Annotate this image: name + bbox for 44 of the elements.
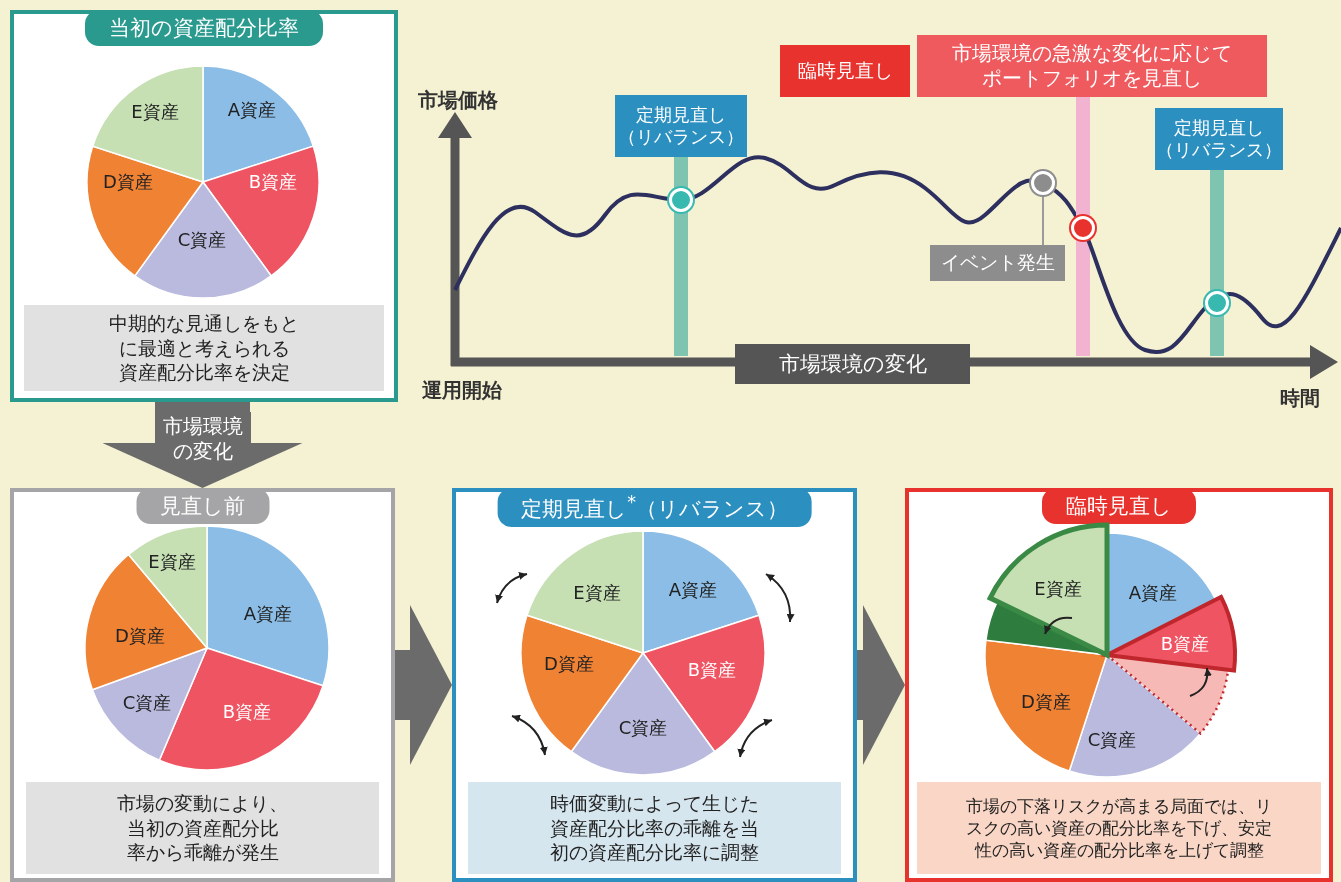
arrow xyxy=(102,402,303,488)
marker-dot xyxy=(1071,216,1095,240)
arrow xyxy=(395,605,452,765)
slice-label: C資産 xyxy=(177,228,227,252)
slice-label: E資産 xyxy=(131,100,179,124)
leader-line xyxy=(1042,194,1044,246)
note-box: 中期的な見通しをもとに最適と考えられる資産配分比率を決定 xyxy=(24,305,384,391)
slice-label: C資産 xyxy=(618,716,668,740)
arrow xyxy=(857,605,905,765)
slice-label: E資産 xyxy=(148,550,196,574)
slice-label: B資産 xyxy=(222,700,272,724)
slice-label: A資産 xyxy=(1128,581,1178,605)
note-box: 市場の変動により、当初の資産配分比率から乖離が発生 xyxy=(26,782,379,874)
slice-label: A資産 xyxy=(227,98,277,122)
callout-box: 臨時見直し xyxy=(780,45,910,97)
note-box: 時価変動によって生じた資産配分比率の乖離を当初の資産配分比率に調整 xyxy=(468,782,841,874)
axis-label: 運用開始 xyxy=(422,376,502,404)
leader-line xyxy=(1210,170,1224,291)
marker-dot xyxy=(1205,291,1229,315)
slice-label: C資産 xyxy=(122,691,172,715)
axis-label: 時間 xyxy=(1280,384,1320,412)
slice-label: D資産 xyxy=(1021,690,1071,714)
note-box: 市場の下落リスクが高まる局面では、リスクの高い資産の配分比率を下げ、安定性の高い資産の配分比率を上げて調整 xyxy=(917,782,1321,874)
marker-dot xyxy=(669,188,693,212)
slice-label: B資産 xyxy=(248,170,298,194)
slice-label: A資産 xyxy=(668,578,718,602)
callout-box: 市場環境の変化 xyxy=(735,344,970,384)
slice-label: C資産 xyxy=(1087,728,1137,752)
slice-label: B資産 xyxy=(687,658,737,682)
slice-label: E資産 xyxy=(1034,577,1082,601)
slice-label: D資産 xyxy=(115,624,165,648)
slice-label: D資産 xyxy=(544,652,594,676)
leader-line xyxy=(1076,97,1090,216)
slice-label: D資産 xyxy=(103,170,153,194)
slice-label: A資産 xyxy=(243,602,293,626)
marker-dot xyxy=(1031,171,1055,195)
callout-box: 定期見直し（リバランス） xyxy=(1155,108,1283,170)
callout-box: 市場環境の急激な変化に応じてポートフォリオを見直し xyxy=(917,35,1267,97)
callout-box: 定期見直し（リバランス） xyxy=(615,95,747,157)
axis-label: 市場価格 xyxy=(418,86,498,114)
slice-label: E資産 xyxy=(573,581,621,605)
leader-line xyxy=(674,157,688,188)
slice-label: B資産 xyxy=(1160,632,1210,656)
callout-box: イベント発生 xyxy=(930,245,1065,281)
